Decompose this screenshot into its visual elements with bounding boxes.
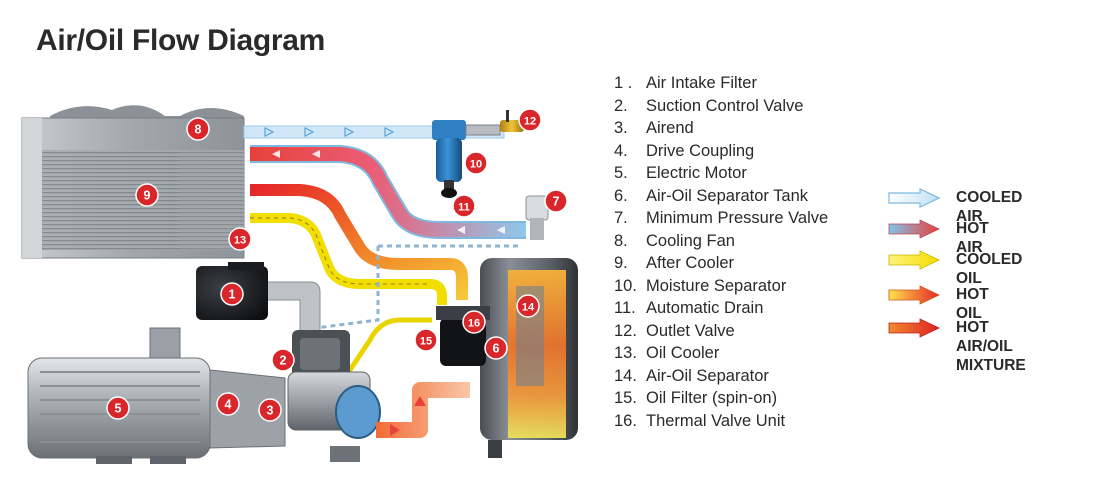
- component-list: 1 .Air Intake Filter 2.Suction Control V…: [614, 72, 828, 432]
- legend-item-hot-air-oil-mixture: HOT AIR/OIL MIXTURE: [888, 318, 1026, 375]
- legend-label: HOT AIR: [956, 220, 989, 256]
- after-cooler: [21, 105, 245, 259]
- list-item: 14.Air-Oil Separator: [614, 366, 769, 385]
- list-item: 9.After Cooler: [614, 254, 735, 272]
- marker-15: 15: [414, 328, 438, 352]
- hot-air-oil-mixture-arrow-icon: [888, 318, 940, 338]
- marker-circle: [464, 151, 488, 175]
- marker-label: 9: [144, 189, 151, 203]
- legend-label: HOT OIL: [956, 286, 989, 322]
- list-item: 16.Thermal Valve Unit: [614, 411, 786, 430]
- marker-3: 3: [258, 398, 282, 422]
- marker-label: 15: [420, 336, 432, 348]
- marker-circle: [186, 117, 210, 141]
- marker-circle: [228, 227, 252, 251]
- cooled-oil-pipe: [250, 213, 447, 402]
- list-item: 12.Outlet Valve: [614, 321, 735, 340]
- list-item: 3.Airend: [614, 119, 694, 137]
- legend-item-hot-air: HOT AIR: [888, 219, 989, 257]
- legend-item-cooled-air: COOLED AIR: [888, 188, 1022, 226]
- separator-tank: [480, 258, 578, 458]
- hot-oil-arrow-icon: [888, 285, 940, 305]
- diagram-title: Air/Oil Flow Diagram: [36, 24, 326, 57]
- moisture-separator: [432, 110, 524, 198]
- hot-oil-pipe: [250, 184, 468, 300]
- air-intake-filter: [196, 262, 321, 341]
- marker-label: 11: [458, 202, 470, 214]
- cooled-oil-arrow-icon: [888, 250, 940, 270]
- airend: [287, 330, 381, 462]
- marker-circle: [518, 108, 542, 132]
- marker-7: 7: [544, 189, 568, 213]
- marker-circle: [414, 328, 438, 352]
- marker-circle: [544, 189, 568, 213]
- marker-label: 2: [280, 354, 287, 368]
- marker-label: 6: [493, 342, 500, 356]
- marker-9: 9: [135, 183, 159, 207]
- marker-label: 5: [115, 402, 122, 416]
- marker-circle: [216, 392, 240, 416]
- hot-air-arrow-icon: [888, 219, 940, 239]
- electric-motor: [27, 327, 286, 464]
- legend-label: COOLED AIR: [956, 189, 1023, 225]
- marker-11: 11: [452, 194, 476, 218]
- marker-circle: [452, 194, 476, 218]
- marker-label: 13: [234, 235, 246, 247]
- marker-8: 8: [186, 117, 210, 141]
- marker-label: 1: [229, 288, 236, 302]
- marker-5: 5: [106, 396, 130, 420]
- marker-circle: [516, 294, 540, 318]
- marker-14: 14: [516, 294, 540, 318]
- marker-2: 2: [271, 348, 295, 372]
- marker-label: 16: [468, 318, 480, 330]
- hot-air-pipe: [250, 145, 526, 239]
- marker-label: 14: [522, 302, 535, 314]
- list-item: 2.Suction Control Valve: [614, 96, 804, 115]
- marker-circle: [462, 310, 486, 334]
- legend-item-hot-oil: HOT OIL: [888, 285, 989, 323]
- marker-circle: [106, 396, 130, 420]
- marker-label: 3: [267, 404, 274, 418]
- marker-12: 12: [518, 108, 542, 132]
- list-item: 13.Oil Cooler: [614, 344, 720, 362]
- marker-circle: [258, 398, 282, 422]
- mixture-discharge-pipe: [376, 382, 470, 438]
- list-item: 10.Moisture Separator: [614, 276, 787, 295]
- marker-circle: [271, 348, 295, 372]
- marker-label: 8: [195, 123, 202, 137]
- marker-circle: [135, 183, 159, 207]
- marker-label: 12: [524, 116, 536, 128]
- list-item: 8.Cooling Fan: [614, 231, 735, 250]
- legend-label: COOLED OIL: [956, 251, 1023, 287]
- cooled-air-arrow-icon: [888, 188, 940, 208]
- marker-10: 10: [464, 151, 488, 175]
- list-item: 11.Automatic Drain: [614, 299, 764, 317]
- marker-circle: [484, 336, 508, 360]
- marker-circle: [220, 282, 244, 306]
- legend-item-cooled-oil: COOLED OIL: [888, 250, 1022, 288]
- marker-6: 6: [484, 336, 508, 360]
- oil-return-line: [299, 244, 520, 332]
- list-item: 6.Air-Oil Separator Tank: [614, 186, 809, 205]
- list-item: 4.Drive Coupling: [614, 141, 755, 160]
- legend-label: HOT AIR/OIL MIXTURE: [956, 319, 1026, 374]
- marker-16: 16: [462, 310, 486, 334]
- minimum-pressure-valve: [525, 195, 549, 240]
- marker-label: 4: [225, 398, 232, 412]
- marker-1: 1: [220, 282, 244, 306]
- marker-13: 13: [228, 227, 252, 251]
- list-item: 1 .Air Intake Filter: [614, 74, 757, 92]
- marker-4: 4: [216, 392, 240, 416]
- list-item: 7.Minimum Pressure Valve: [614, 209, 829, 227]
- marker-label: 10: [470, 159, 482, 171]
- list-item: 15.Oil Filter (spin-on): [614, 389, 778, 407]
- marker-label: 7: [553, 195, 560, 209]
- list-item: 5.Electric Motor: [614, 164, 747, 182]
